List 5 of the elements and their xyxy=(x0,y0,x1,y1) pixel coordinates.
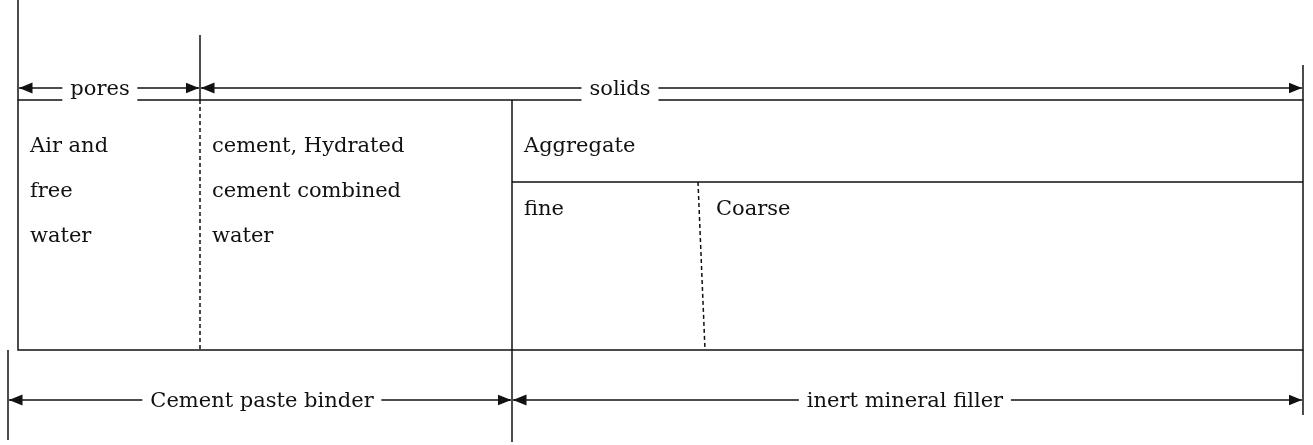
component-label: Aggregate xyxy=(524,132,637,159)
component-label: Coarse xyxy=(716,195,792,222)
component-label: cement, Hydrated cement combined water xyxy=(212,132,406,249)
component-label: fine xyxy=(524,195,565,222)
component-label: Air and free water xyxy=(30,132,110,249)
